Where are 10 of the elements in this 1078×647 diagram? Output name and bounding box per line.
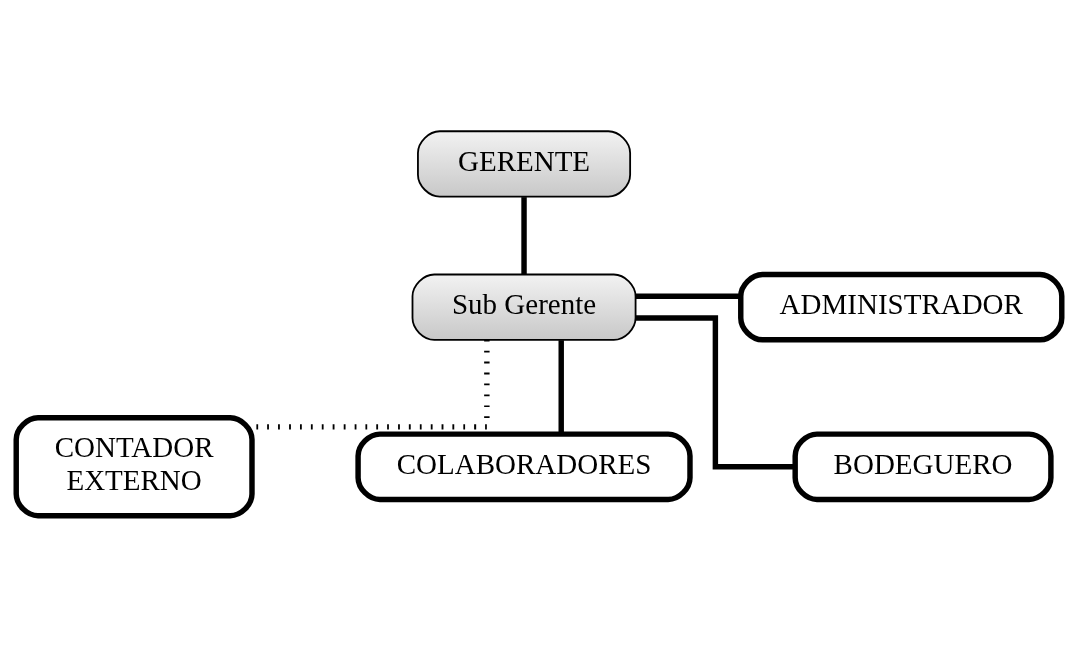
node-box: COLABORADORES (355, 431, 693, 503)
connector (635, 315, 796, 470)
connector (635, 293, 741, 300)
connector (521, 197, 527, 275)
node-box: BODEGUERO (792, 431, 1054, 503)
node-box: CONTADOR EXTERNO (13, 415, 255, 519)
connector (558, 340, 564, 434)
node-box: GERENTE (417, 130, 632, 198)
node-box: Sub Gerente (411, 273, 637, 341)
node-box: ADMINISTRADOR (738, 271, 1065, 343)
